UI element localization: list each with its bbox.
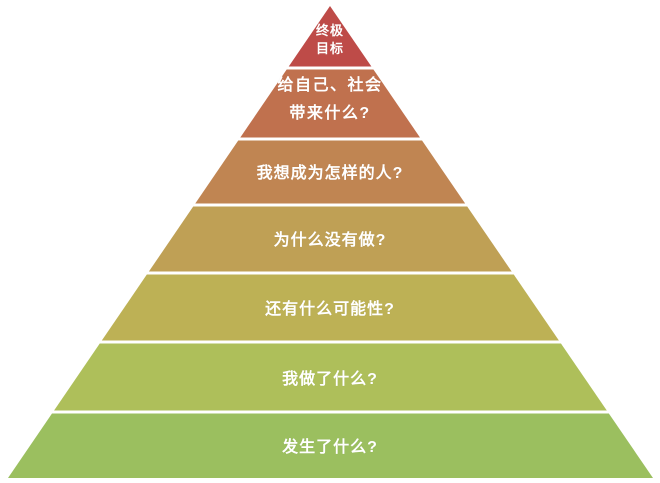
pyramid-tier-3-shape[interactable] — [195, 140, 466, 204]
pyramid-tier-1-shape[interactable] — [288, 6, 372, 67]
pyramid-tier-4-shape[interactable] — [148, 206, 512, 272]
pyramid-tiers — [8, 6, 653, 478]
pyramid-tier-2-shape[interactable] — [240, 69, 420, 138]
pyramid-tier-7-shape[interactable] — [8, 413, 653, 479]
pyramid-tier-5-shape[interactable] — [101, 274, 559, 341]
pyramid-tier-6-shape[interactable] — [54, 343, 607, 411]
